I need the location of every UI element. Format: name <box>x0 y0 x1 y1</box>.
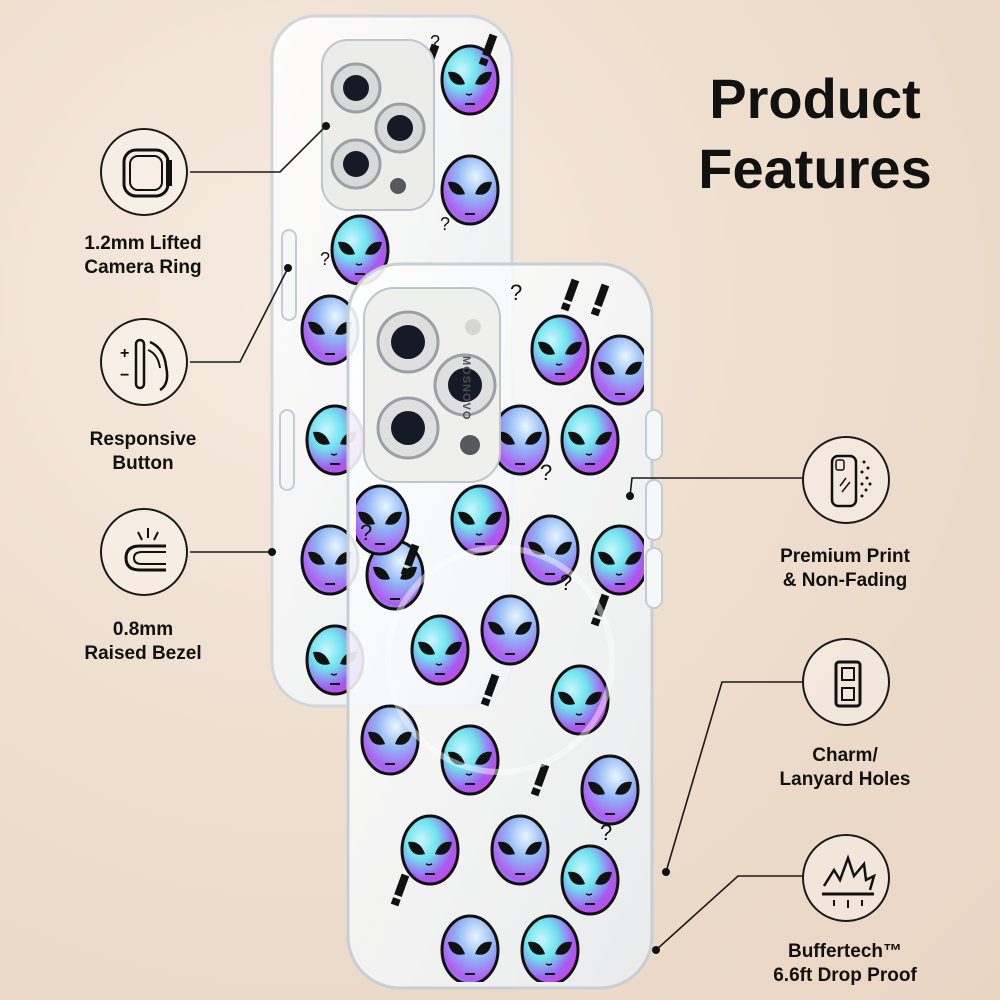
drop-proof-line-1: Buffertech™ <box>787 941 902 962</box>
page-title: Product Features <box>670 64 960 204</box>
feature-label-raised-bezel: 0.8mm Raised Bezel <box>33 618 253 666</box>
feature-label-drop-proof: Buffertech™ 6.6ft Drop Proof <box>735 940 955 988</box>
svg-text:?: ? <box>600 820 612 845</box>
leader-lines <box>190 125 802 951</box>
feature-label-camera-ring: 1.2mm Lifted Camera Ring <box>33 232 253 280</box>
premium-print-icon <box>802 436 890 524</box>
svg-text:+: + <box>120 345 129 362</box>
lanyard-holes-icon <box>802 638 890 726</box>
svg-text:?: ? <box>560 570 572 595</box>
camera-ring-line-2: Camera Ring <box>84 257 202 278</box>
title-line-2: Features <box>698 137 932 200</box>
raised-bezel-icon <box>100 508 188 596</box>
camera-ring-line-1: 1.2mm Lifted <box>84 233 202 254</box>
feature-label-responsive-button: Responsive Button <box>33 428 253 476</box>
svg-text:?: ? <box>320 249 330 269</box>
drop-proof-icon <box>802 834 890 922</box>
svg-text:?: ? <box>440 214 450 234</box>
svg-text:?: ? <box>360 520 372 545</box>
svg-text:?: ? <box>510 280 522 305</box>
front-phone: ? ? ? ? ? <box>346 262 663 990</box>
drop-proof-line-2: 6.6ft Drop Proof <box>773 965 917 986</box>
brand-print: MOSNOVO <box>460 356 472 421</box>
lanyard-holes-line-2: Lanyard Holes <box>779 769 911 790</box>
premium-print-line-2: & Non-Fading <box>782 570 908 591</box>
svg-text:−: − <box>120 367 129 384</box>
camera-ring-icon <box>100 128 188 216</box>
feature-label-premium-print: Premium Print & Non-Fading <box>735 545 955 593</box>
premium-print-line-1: Premium Print <box>780 546 910 567</box>
raised-bezel-line-2: Raised Bezel <box>84 643 202 664</box>
svg-text:?: ? <box>430 32 440 52</box>
responsive-button-line-1: Responsive <box>89 429 197 450</box>
title-line-1: Product <box>709 67 921 130</box>
responsive-button-icon: + − <box>100 318 188 406</box>
lanyard-holes-line-1: Charm/ <box>812 745 878 766</box>
svg-text:?: ? <box>540 460 552 485</box>
feature-label-lanyard-holes: Charm/ Lanyard Holes <box>735 744 955 792</box>
raised-bezel-line-1: 0.8mm <box>112 619 174 640</box>
responsive-button-line-2: Button <box>112 453 174 474</box>
